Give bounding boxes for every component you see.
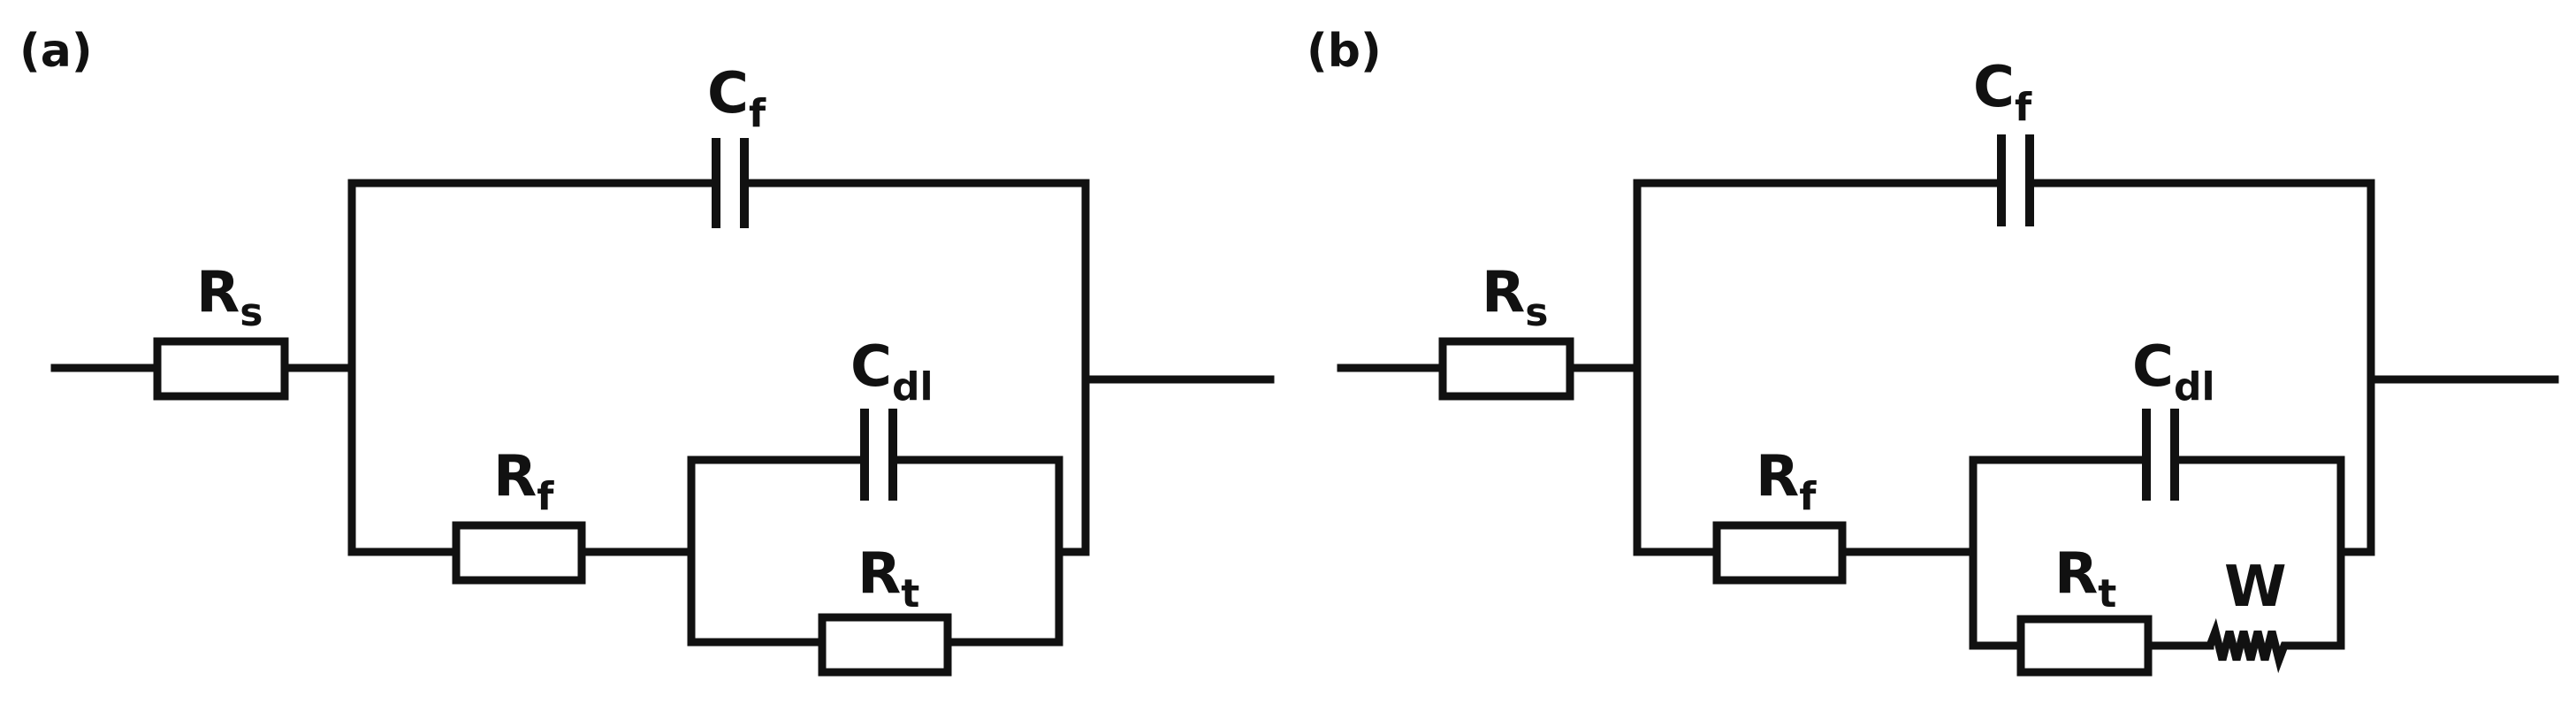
panel-b-rs-label: Rs (1482, 260, 1548, 335)
panel-a: (a) (19, 25, 1275, 677)
panel-b-rs-label-sub: s (1525, 290, 1548, 335)
panel-b-warburg-element (2206, 617, 2289, 674)
panel-a-cf-label-sub: f (749, 91, 766, 136)
panel-a-rf-label-main: R (493, 444, 537, 509)
panel-a-label: (a) (19, 25, 93, 78)
panel-a-rf-resistor (452, 521, 586, 585)
panel-b-rf-label: Rf (1756, 444, 1817, 519)
panel-a-rs-label-main: R (196, 260, 240, 325)
panel-b-rt-label-sub: t (2098, 571, 2116, 616)
panel-b-rt-resistor (2016, 615, 2153, 677)
panel-b-rt-label: Rt (2054, 541, 2116, 616)
panel-a-cf-label: Cf (707, 61, 766, 136)
panel-a-rt-label-sub: t (901, 571, 919, 616)
panel-a-rt-label-main: R (857, 541, 901, 607)
panel-a-rs-label: Rs (196, 260, 263, 335)
panel-b-cdl-label-main: C (2132, 334, 2174, 400)
panel-a-rs-resistor (153, 337, 289, 401)
panel-b-rf-label-main: R (1756, 444, 1799, 509)
panel-a-wires (50, 179, 1275, 647)
panel-a-cf-capacitor (712, 138, 749, 228)
panel-b-rs-resistor (1438, 337, 1574, 401)
panel-b-label: (b) (1307, 25, 1382, 78)
panel-b-rt-label-main: R (2054, 541, 2098, 607)
panel-b-cf-label-main: C (1973, 55, 2015, 120)
panel-b-cf-label: Cf (1973, 55, 2032, 130)
panel-b-wires (1337, 179, 2559, 650)
panel-b-cdl-label-sub: dl (2174, 364, 2215, 410)
panel-a-cdl-label: Cdl (850, 334, 934, 410)
panel-b-rf-label-sub: f (1799, 474, 1817, 519)
panel-a-rf-label: Rf (493, 444, 554, 519)
panel-a-cdl-label-sub: dl (892, 364, 934, 410)
panel-b-warburg-label: W (2224, 555, 2287, 620)
panel-a-cdl-label-main: C (850, 334, 892, 400)
panel-b-cdl-capacitor (2142, 409, 2179, 501)
panel-a-cf-label-main: C (707, 61, 749, 126)
panel-b-rs-label-main: R (1482, 260, 1525, 325)
panel-a-rt-label: Rt (857, 541, 919, 616)
panel-b-rf-resistor (1712, 521, 1847, 585)
panel-a-cdl-capacitor (860, 409, 897, 501)
panel-b-cdl-label: Cdl (2132, 334, 2215, 410)
panel-b-cf-label-sub: f (2015, 85, 2032, 130)
panel-a-rs-label-sub: s (240, 290, 263, 335)
panel-b-cf-capacitor (1997, 134, 2034, 226)
panel-b: (b) (1307, 25, 2559, 677)
panel-a-rf-label-sub: f (537, 474, 554, 519)
panel-a-rt-resistor (818, 613, 952, 677)
